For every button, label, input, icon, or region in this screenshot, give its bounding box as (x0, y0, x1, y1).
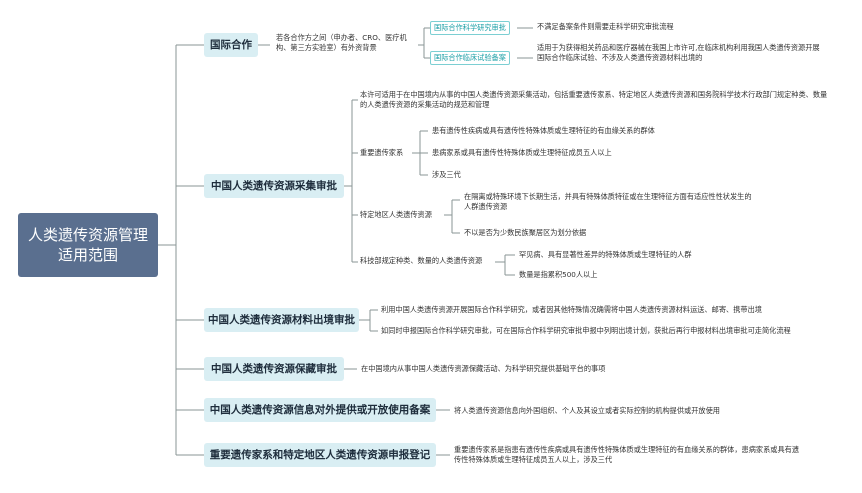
region-item2: 不以是否为少数民族聚居区为划分依据 (464, 228, 587, 237)
kinds-item2: 数量是指累积500人以上 (519, 270, 598, 279)
root-node: 人类遗传资源管理 适用范围 (18, 213, 158, 277)
collect-desc: 本许可适用于在中国境内从事的中国人类遗传资源采集活动，包括重要遗传家系、特定地区… (360, 90, 828, 109)
intl-desc: 若各合作方之间（申办者、CRO、医疗机构、第三方实验室）有外资背景 (276, 33, 407, 52)
connector-line (444, 199, 460, 234)
root-title-line1: 人类遗传资源管理 (27, 225, 148, 244)
root-title-line2: 适用范围 (57, 246, 118, 264)
branch-report: 重要遗传家系和特定地区人类遗传资源申报登记 (204, 443, 436, 467)
branch-collect: 中国人类遗传资源采集审批 (204, 174, 344, 198)
intl-item1-label: 国际合作科学研究审批 (430, 21, 510, 35)
region-label: 特定地区人类遗传资源 (360, 210, 432, 219)
family-label: 重要遗传家系 (360, 148, 404, 157)
family-item3: 涉及三代 (432, 170, 461, 179)
info-text: 将人类遗传资源信息向外国组织、个人及其设立或者实际控制的机构提供或开放使用 (454, 406, 720, 415)
export-item2: 如同时申报国际合作科学研究审批，可在国际合作科学研究审批申报中列明出境计划，获批… (381, 326, 791, 335)
branch-preserve: 中国人类遗传资源保藏审批 (204, 357, 344, 381)
connector-line (412, 130, 428, 176)
preserve-text: 在中国境内从事中国人类遗传资源保藏活动、为科学研究提供基础平台的事项 (361, 364, 606, 373)
family-item1: 患有遗传性疾病或具有遗传性特殊体质或生理特征的有血缘关系的群体 (432, 126, 655, 135)
kinds-item1: 罕见病、具有显著性差异的特殊体质或生理特征的人群 (519, 250, 692, 259)
connector-line (418, 27, 430, 59)
export-item1: 利用中国人类遗传资源开展国际合作科学研究，或者因其他特殊情况确需将中国人类遗传资… (381, 305, 762, 314)
branch-export: 中国人类遗传资源材料出境审批 (204, 308, 359, 332)
branch-intl: 国际合作 (204, 33, 258, 57)
intl-item2-text: 适用于为获得相关药品和医疗器械在我国上市许可,在临床机构利用我国人类遗传资源开展… (537, 43, 820, 62)
intl-item2-label: 国际合作临床试验备案 (430, 51, 510, 65)
connector-line (344, 99, 358, 263)
region-item1: 在隔离或特殊环境下长期生活，并具有特殊体质特征或在生理特征方面有适应性性状发生的… (464, 192, 752, 211)
report-text: 重要遗传家系是指患有遗传性疾病或具有遗传性特殊体质或生理特征的有血缘关系的群体，… (454, 445, 800, 464)
connector-line (495, 254, 515, 276)
connector-line (517, 27, 533, 59)
family-item2: 患病家系或具有遗传性特殊体质或生理特征成员五人以上 (432, 148, 612, 157)
connector-line (359, 309, 378, 332)
kinds-label: 科技部规定种类、数量的人类遗传资源 (360, 256, 483, 265)
branch-info: 中国人类遗传资源信息对外提供或开放使用备案 (204, 398, 436, 422)
intl-item1-text: 不满足备案条件则需要走科学研究审批流程 (537, 22, 674, 31)
connector-line (158, 45, 177, 455)
